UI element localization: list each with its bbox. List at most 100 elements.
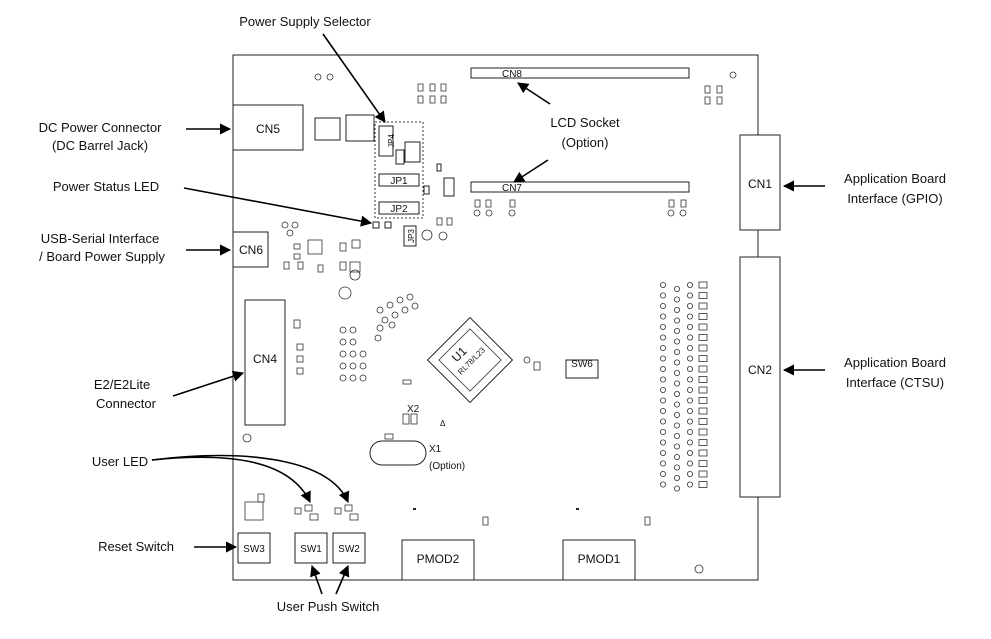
reset-switch-label: Reset Switch [98,539,174,554]
pin-pad [674,317,681,324]
jp1-jumper [378,173,420,187]
capacitor-part [404,141,421,163]
pin-pad [674,422,681,429]
pmod2-label: PMOD2 [417,552,460,566]
pin-resistor [698,365,708,373]
user-led-label: User LED [92,454,148,469]
pin-resistor [698,449,708,457]
pin-pad [687,386,694,393]
pin-resistor [698,428,708,436]
pin-pad [660,470,667,477]
pin-pad [674,285,681,292]
lcd-socket-label-1: LCD Socket [550,115,620,130]
pin-pad [660,292,667,299]
jp3-jumper [403,225,417,247]
pin-pad [687,460,694,467]
via-part [694,564,704,574]
via-part [338,286,352,300]
pin-pad [674,464,681,471]
dc-power-label-1: DC Power Connector [39,120,162,135]
power-selector-arrow [322,33,386,123]
pin-pad [674,359,681,366]
pin-pad [660,323,667,330]
pin-pad [660,439,667,446]
via-part [421,229,433,241]
cn5-connector [232,104,304,151]
pin-pad [687,439,694,446]
app-ctsu-label-2: Interface (CTSU) [846,375,944,390]
sw6-switch [565,359,599,379]
pin-resistor [698,376,708,383]
usb-area-parts [281,221,361,273]
x2-label: X2 [407,404,420,415]
app-ctsu-label-1: Application Board [844,355,946,370]
pin-pad [687,428,694,435]
sw2-label: SW2 [338,544,360,555]
pin-pad [687,344,694,351]
via-part [326,73,334,81]
pin-pad [660,302,667,309]
u1-mcu [426,316,514,404]
jp2-jumper [378,201,420,215]
e2-label-1: E2/E2Lite [94,377,150,392]
small-mark: Δ [440,419,446,428]
pin-resistor [698,281,708,289]
pin-resistor [698,355,708,362]
pin-pad [674,348,681,355]
jp1-label: JP1 [390,176,408,187]
pin-pad [660,376,667,383]
small-part [533,361,541,371]
pin-resistor [698,292,708,299]
cn2-label: CN2 [748,363,772,377]
user-led-arrow-2 [151,454,350,504]
small-part [423,185,430,195]
pin-pad [674,338,681,345]
cn5-label: CN5 [256,122,280,136]
small-part [576,508,579,510]
e2-label-2: Connector [96,396,157,411]
sw1-label: SW1 [300,544,322,555]
pin-pad [660,365,667,372]
pin-resistor [698,418,708,425]
pin-pad [687,313,694,320]
app-gpio-label-1: Application Board [844,171,946,186]
pin-pad [687,355,694,362]
power-led-part [372,221,380,229]
cn4-label: CN4 [253,352,277,366]
jp3-label: JP3 [407,229,416,243]
via-part [438,231,448,241]
e2-arrow [172,370,245,397]
usb-serial-label-1: USB-Serial Interface [41,231,160,246]
pin-pad [660,386,667,393]
lcd-arrow-cn7 [513,159,549,183]
cn4-side-parts [293,293,419,385]
pin-pad [674,306,681,313]
small-part [644,516,651,526]
cn7-label: CN7 [502,183,522,194]
pin-resistor [698,313,708,320]
sw2-switch [332,532,366,564]
sw3-label: SW3 [243,544,265,555]
pin-pad [687,470,694,477]
jp2-label: JP2 [390,204,408,215]
cn1-connector [739,134,781,231]
via-part [523,356,531,364]
pin-resistor [698,481,708,488]
pin-resistor [698,439,708,446]
dc-power-label-2: (DC Barrel Jack) [52,138,148,153]
pin-pad [660,334,667,341]
cn4-connector [244,299,286,426]
cn6-connector [232,231,269,268]
pin-pad [660,281,667,288]
pin-pad [687,281,694,288]
pin-pad [687,397,694,404]
pin-pad [687,376,694,383]
pin-pad [674,327,681,334]
pin-pad [660,407,667,414]
pin-resistor [698,323,708,331]
pin-pad [674,443,681,450]
pin-resistor [698,397,708,404]
cn6-label: CN6 [239,243,263,257]
pin-pad [674,474,681,481]
